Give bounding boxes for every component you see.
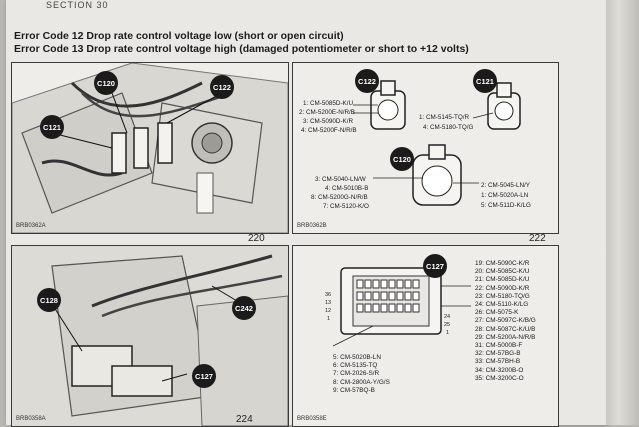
pin-entry: 8: CM-2800A-Y/G/S <box>333 378 390 386</box>
figure-c127-pinout: C127 36 13 12 1 24 25 1 5: CM-5020B-LN 6… <box>292 245 559 427</box>
figure-number: 222 <box>529 233 546 244</box>
pin-tick-13: 13 <box>325 300 332 306</box>
c127-connector-drawing <box>332 267 471 347</box>
pin-entry: 21: CM-5085D-K/U <box>475 276 530 284</box>
figure-ref-code: BRB0358E <box>297 416 327 422</box>
harness-photo-illustration <box>12 63 288 233</box>
figure-number: 220 <box>248 233 265 244</box>
callout-c122: C122 <box>210 75 234 99</box>
callout-c122: C122 <box>355 69 379 93</box>
pin-entry: 35: CM-3200C-O <box>475 374 524 382</box>
c120-pin-1: 1: CM-5020A-LN <box>481 192 529 199</box>
c122-pin-2: 2: CM-5200E-N/R/B <box>299 109 355 116</box>
callout-c242: C242 <box>232 296 256 320</box>
pin-entry: 19: CM-5090C-K/R <box>475 260 530 267</box>
pin-tick-1b: 1 <box>446 330 450 336</box>
pin-tick-25: 25 <box>444 322 451 328</box>
c122-pin-3: 3: CM-5090D-K/R <box>303 118 354 125</box>
running-head: SECTION 30 <box>46 0 109 10</box>
pin-tick-24: 24 <box>444 314 451 320</box>
c120-pin-5: 5: CM-511D-K/LG <box>481 202 531 209</box>
c127-pin-list-right: 19: CM-5090C-K/R 20: CM-5085C-K/U 21: CM… <box>475 260 536 383</box>
connector-drawings <box>353 80 521 206</box>
pin-entry: 33: CM-57BH-B <box>475 358 521 366</box>
pin-entry: 27: CM-5097C-K/B/G <box>475 317 536 325</box>
pin-tick-12: 12 <box>325 308 332 314</box>
figure-ref-code: BRB0362A <box>16 223 46 229</box>
pin-entry: 31: CM-5000B-F <box>475 342 523 350</box>
callout-c120: C120 <box>390 147 414 171</box>
figure-ref-code: BRB0358A <box>16 416 46 422</box>
pin-entry: 24: CM-5110-K/LG <box>475 301 529 309</box>
title-error-code-13: Error Code 13 Drop rate control voltage … <box>14 43 469 55</box>
callout-c127: C127 <box>192 364 216 388</box>
pin-entry: 34: CM-3200B-O <box>475 366 524 374</box>
pin-tick-1: 1 <box>327 316 331 322</box>
title-error-code-12: Error Code 12 Drop rate control voltage … <box>14 30 344 42</box>
c121-pin-4: 4: CM-5180-TQ/G <box>423 124 474 131</box>
callout-c128: C128 <box>37 288 61 312</box>
callout-c120: C120 <box>94 71 118 95</box>
pin-tick-36: 36 <box>325 292 332 298</box>
pin-entry: 32: CM-57BG-B <box>475 350 521 358</box>
callout-c121: C121 <box>40 115 64 139</box>
c127-pin-list-left: 5: CM-5020B-LN 6: CM-5135-TQ 7: CM-2026-… <box>333 354 390 395</box>
figure-number: 224 <box>236 414 253 425</box>
c122-pin-4: 4: CM-5200F-N/R/B <box>301 127 357 134</box>
callout-c127: C127 <box>423 254 447 278</box>
pin-entry: 26: CM-5075-K <box>475 309 519 317</box>
pin-entry: 28: CM-5087C-K/U/B <box>475 325 536 333</box>
c120-pin-7: 7: CM-5120-K/O <box>323 203 369 210</box>
figure-ref-code: BRB0362B <box>297 223 327 229</box>
module-photo-illustration <box>12 246 288 426</box>
figure-connector-pinouts: C122 C121 C120 1: CM-5085D-K/U 2: CM-520… <box>292 62 559 234</box>
pin-entry: 22: CM-5090D-K/R <box>475 284 530 292</box>
figure-photo-controller-harness: C120 C122 C121 BRB0362A <box>11 62 289 234</box>
c122-pin-1: 1: CM-5085D-K/U <box>303 100 354 107</box>
c120-pin-2: 2: CM-5045-LN/Y <box>481 182 530 189</box>
manual-page: SECTION 30 Error Code 12 Drop rate contr… <box>6 0 606 427</box>
c121-pin-1: 1: CM-5145-TQ/R <box>419 114 470 121</box>
callout-c121: C121 <box>473 69 497 93</box>
figure-photo-module-connectors: C128 C242 C127 BRB0358A <box>11 245 289 427</box>
binder-edge <box>606 0 639 425</box>
pin-entry: 9: CM-57BQ-B <box>333 386 375 394</box>
pin-entry: 29: CM-5200A-N/R/B <box>475 333 536 341</box>
c120-pin-3: 3: CM-5040-LN/W <box>315 176 366 183</box>
pin-entry: 6: CM-5135-TQ <box>333 362 378 370</box>
pin-entry: 20: CM-5085C-K/U <box>475 268 530 276</box>
c120-pin-8: 8: CM-5200G-N/R/B <box>311 194 368 201</box>
pin-entry: 5: CM-5020B-LN <box>333 354 381 361</box>
pin-entry: 7: CM-2026-S/R <box>333 370 380 378</box>
pin-entry: 23: CM-5180-TQ/G <box>475 292 530 300</box>
c120-pin-4: 4: CM-5010B-B <box>325 185 369 192</box>
